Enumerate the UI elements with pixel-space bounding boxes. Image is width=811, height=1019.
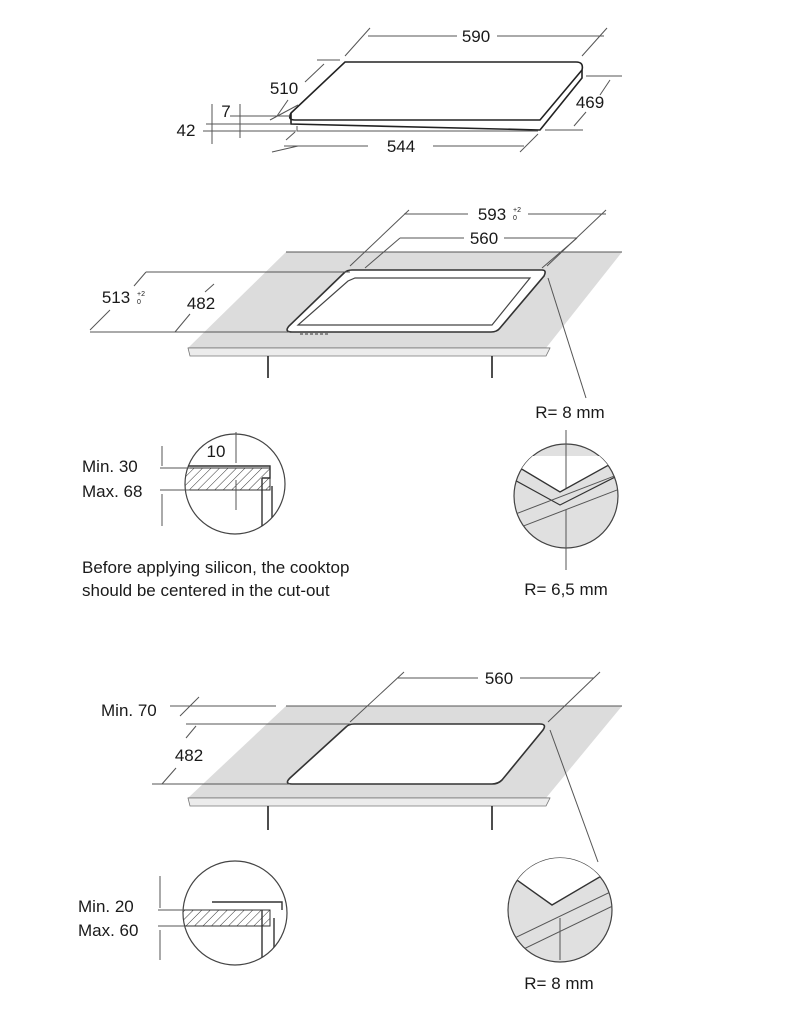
label-worktop-max-2: Max. 60 — [78, 921, 138, 940]
label-tolerance-upper: +2 — [513, 207, 521, 214]
label-worktop-max: Max. 68 — [82, 482, 142, 501]
label-depth-tolerance-lower: 0 — [137, 299, 141, 306]
label-worktop-min: Min. 30 — [82, 457, 138, 476]
label-cutout-depth-2: 482 — [175, 746, 203, 765]
cutout-frame-view: 593 +2 0 560 513 +2 0 482 R= 8 mm — [82, 205, 622, 599]
label-width: 590 — [462, 27, 490, 46]
label-radius-outer: R= 8 mm — [535, 403, 604, 422]
label-depth-tolerance-upper: +2 — [137, 291, 145, 298]
cutout-outline-2 — [286, 723, 546, 785]
dim-depth-510: 510 — [269, 59, 340, 121]
dim-cutout-depth: 513 +2 0 482 — [89, 271, 350, 333]
dim-cutout-593: 593 +2 0 — [349, 205, 607, 267]
label-cutout-width-2: 560 — [485, 669, 513, 688]
dim-inner-560: 560 — [364, 229, 578, 269]
label-radius-2: R= 8 mm — [524, 974, 593, 993]
detail-corner-radius-2: R= 8 mm — [507, 857, 613, 993]
centering-note: Before applying silicon, the cooktop sho… — [82, 556, 349, 602]
label-inner-width: 560 — [470, 229, 498, 248]
centering-note-line2: should be centered in the cut-out — [82, 581, 330, 600]
cooktop-dimensions-view: 590 510 469 544 — [177, 27, 622, 156]
cutout-outline — [286, 269, 546, 335]
label-cutout-width: 593 — [478, 205, 506, 224]
dim-bottom-544: 544 — [271, 131, 539, 156]
dim-thickness: 7 42 — [177, 102, 296, 144]
label-cutout-depth: 513 — [102, 288, 130, 307]
cutout-flush-view: 560 Min. 70 482 Min — [78, 669, 622, 993]
detail-worktop-thickness-2: Min. 20 Max. 60 — [78, 860, 288, 966]
label-worktop-min-2: Min. 20 — [78, 897, 134, 916]
label-detail-gap: 10 — [207, 442, 226, 461]
label-depth: 510 — [270, 79, 298, 98]
label-min-distance: Min. 70 — [101, 701, 157, 720]
detail-worktop-thickness: 10 Min. 30 Max. 68 — [82, 432, 286, 535]
detail-corner-radius: R= 6,5 mm — [513, 430, 619, 599]
dim-cutout-560: 560 — [349, 669, 601, 723]
label-tolerance-lower: 0 — [513, 215, 517, 222]
label-glass-thickness: 7 — [221, 102, 230, 121]
label-side-depth: 469 — [576, 93, 604, 112]
label-bottom-width: 544 — [387, 137, 415, 156]
label-radius-inner: R= 6,5 mm — [524, 580, 608, 599]
dim-min-distance: Min. 70 482 — [101, 696, 350, 785]
dim-side-469: 469 — [545, 75, 622, 131]
centering-note-line1: Before applying silicon, the cooktop — [82, 558, 350, 577]
cooktop-shape — [288, 61, 584, 132]
dim-width-590: 590 — [344, 27, 608, 57]
label-inner-depth: 482 — [187, 294, 215, 313]
label-total-height: 42 — [177, 121, 196, 140]
